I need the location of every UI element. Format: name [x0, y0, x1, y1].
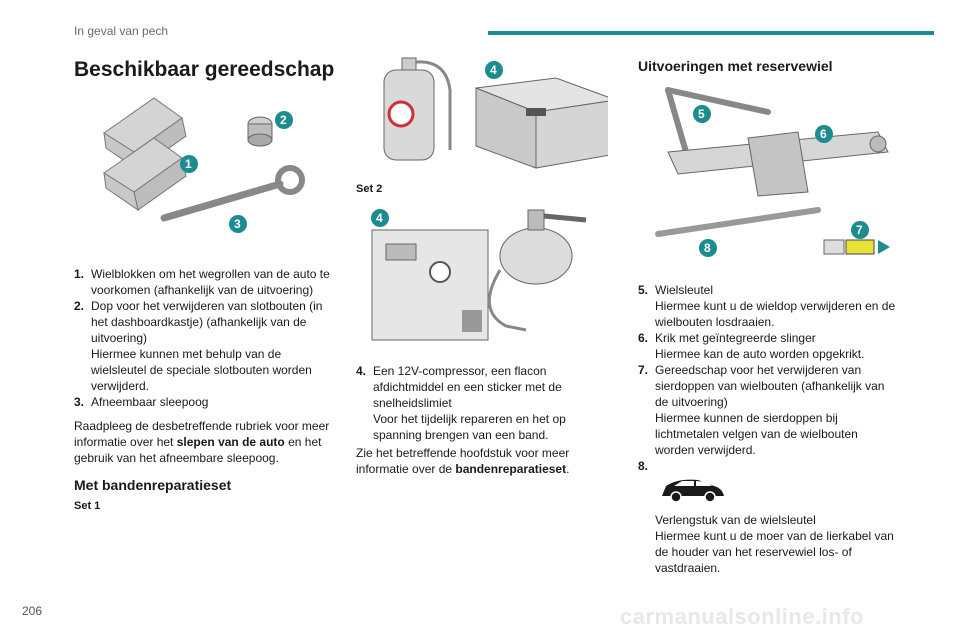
sealant-flask-icon [487, 209, 587, 332]
set-1-label: Set 1 [74, 500, 101, 512]
wheel-wrench-icon [665, 87, 771, 155]
tools-illustration: 1 2 3 [103, 97, 305, 233]
badge-7-icon: 7 [851, 221, 869, 239]
compressor-icon [475, 77, 608, 169]
list-item-2: 2. Dop voor het verwijderen van slotbout… [74, 299, 323, 393]
svg-text:2: 2 [280, 113, 287, 127]
towing-paragraph: Raadpleeg de desbetreffende rubriek voor… [74, 419, 330, 465]
list-item-1: 1. Wielblokken om het wegrollen van de a… [74, 267, 330, 297]
list-item-7: 7. Gereedschap voor het verwijderen van … [638, 363, 885, 457]
section-title: Beschikbaar gereedschap [74, 58, 335, 81]
badge-3-icon: 3 [229, 215, 247, 233]
running-header: In geval van pech [74, 24, 169, 38]
badge-2-icon: 2 [275, 111, 293, 129]
svg-text:7: 7 [856, 223, 863, 237]
list-item-5: 5. Wielsleutel Hiermee kunt u de wieldop… [638, 283, 896, 329]
list-item-4: 4. Een 12V-compressor, een flacon afdich… [356, 364, 566, 442]
badge-4-icon: 4 [485, 61, 503, 79]
badge-8-icon: 8 [699, 239, 717, 257]
repair-kit-set2-illustration: 4 [371, 209, 587, 341]
svg-text:1: 1 [185, 157, 192, 171]
badge-4b-icon: 4 [371, 209, 389, 227]
repair-kit-set1-illustration: 4 [383, 57, 608, 169]
svg-text:6: 6 [820, 127, 827, 141]
badge-1-icon: 1 [180, 155, 198, 173]
page-number: 206 [22, 604, 43, 618]
towing-eye-icon [160, 165, 305, 222]
repair-kit-heading: Met bandenreparatieset [74, 477, 232, 493]
watermark: carmanualsonline.info [620, 604, 864, 629]
svg-text:4: 4 [490, 63, 497, 77]
svg-text:5: 5 [698, 107, 705, 121]
sealant-bottle-icon [383, 57, 452, 161]
svg-text:8: 8 [704, 241, 711, 255]
svg-text:4: 4 [376, 211, 383, 225]
badge-6-icon: 6 [815, 125, 833, 143]
jack-icon [667, 131, 889, 197]
spare-wheel-tools-illustration: 5 6 7 8 [655, 87, 890, 257]
list-item-6: 6. Krik met geïntegreerde slinger Hierme… [638, 331, 865, 361]
set-2-label: Set 2 [356, 183, 383, 195]
cap-removal-tool-icon [823, 239, 890, 255]
spare-wheel-heading: Uitvoeringen met reservewiel [638, 58, 833, 74]
compressor-unit-icon [371, 229, 489, 341]
badge-5-icon: 5 [693, 105, 711, 123]
header-accent-bar [488, 31, 934, 35]
repair-kit-paragraph: Zie het betreffende hoofdstuk voor meer … [356, 446, 570, 476]
car-icon [662, 479, 724, 503]
list-item-3: 3. Afneembaar sleepoog [74, 395, 209, 409]
wheel-chock-icon [103, 97, 187, 212]
bolt-cap-icon [247, 116, 273, 147]
list-item-8: 8. Verlengstuk van de wielsleutel Hierme… [638, 459, 894, 575]
svg-text:3: 3 [234, 217, 241, 231]
extension-bar-icon [655, 207, 821, 237]
